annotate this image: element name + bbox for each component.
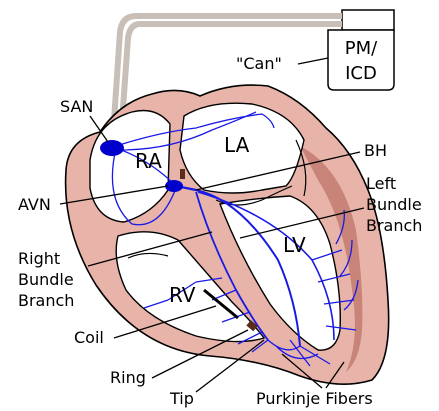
label-ra: RA xyxy=(135,149,162,173)
label-san: SAN xyxy=(60,97,93,116)
sa-node xyxy=(100,140,124,156)
label-purkinje-fibers: Purkinje Fibers xyxy=(256,389,373,408)
can-leader-line xyxy=(298,58,328,64)
label-ring: Ring xyxy=(110,368,146,387)
label-bh: BH xyxy=(364,141,387,160)
label-rv: RV xyxy=(169,283,196,307)
bundle-of-his-marker xyxy=(180,169,185,179)
label-lbb-2: Bundle xyxy=(366,195,422,214)
label-lbb-3: Branch xyxy=(366,216,422,235)
label-coil: Coil xyxy=(74,328,104,347)
label-rbb-3: Branch xyxy=(18,291,74,310)
device-header xyxy=(342,10,394,30)
label-rbb-1: Right xyxy=(18,249,60,268)
label-avn: AVN xyxy=(18,195,51,214)
label-la: LA xyxy=(224,133,250,157)
can-label: "Can" xyxy=(236,54,282,73)
device-label-line2: ICD xyxy=(345,63,377,84)
device-label-line1: PM/ xyxy=(345,38,378,59)
label-lbb-1: Left xyxy=(366,174,396,193)
label-rbb-2: Bundle xyxy=(18,270,74,289)
label-tip: Tip xyxy=(169,389,194,408)
label-lv: LV xyxy=(283,233,306,257)
